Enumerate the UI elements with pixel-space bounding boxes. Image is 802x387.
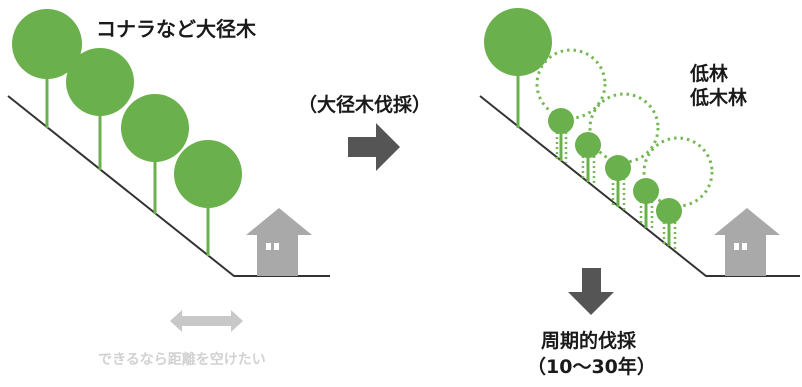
down-arrow-icon bbox=[568, 268, 614, 315]
coppice-tree-5 bbox=[656, 198, 682, 249]
right-slope bbox=[479, 95, 800, 277]
right-scene bbox=[479, 8, 800, 315]
coppice-tree-4 bbox=[633, 178, 659, 231]
coppice-tree-1 bbox=[548, 108, 574, 163]
left-tree-2 bbox=[66, 48, 134, 170]
low-forest-label-1: 低林 bbox=[690, 63, 729, 85]
house-icon bbox=[246, 208, 312, 276]
distance-note-label: できるなら距離を空けたい bbox=[98, 352, 266, 368]
right-arrow-icon bbox=[348, 123, 400, 171]
double-arrow-icon bbox=[170, 310, 243, 332]
left-tree-1 bbox=[12, 9, 82, 128]
cutting-label: （大径木伐採） bbox=[298, 94, 432, 116]
right-large-tree bbox=[484, 8, 552, 128]
coppice-tree-2 bbox=[575, 132, 601, 185]
left-tree-4 bbox=[174, 140, 242, 256]
house-icon bbox=[714, 208, 780, 276]
period-years-label: （10〜30年） bbox=[527, 356, 656, 378]
left-tree-3 bbox=[121, 94, 189, 214]
low-forest-label-2: 低木林 bbox=[690, 87, 748, 109]
left-scene bbox=[7, 9, 330, 332]
left-title-label: コナラなど大径木 bbox=[96, 17, 256, 41]
periodic-cutting-label: 周期的伐採 bbox=[541, 330, 637, 352]
coppice-tree-3 bbox=[605, 155, 631, 210]
